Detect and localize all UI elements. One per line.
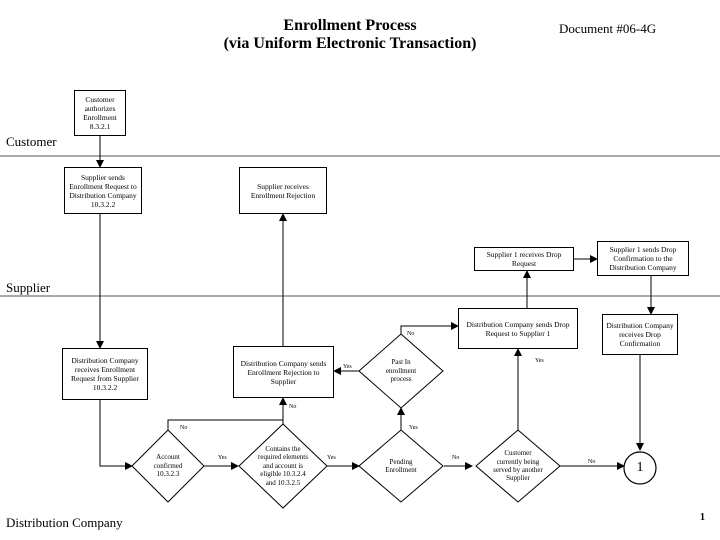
box-dc-receives-request: Distribution Company receives Enrollment…: [62, 348, 148, 400]
edge-account-no-to-rejection: [167, 397, 287, 430]
label-yes-account: Yes: [218, 455, 227, 461]
box-supplier1-receives-drop: Supplier 1 receives Drop Request: [474, 247, 574, 271]
lane-label-customer: Customer: [6, 134, 57, 149]
label-yes-past: Yes: [343, 364, 352, 370]
decision-past-in-enrollment: [358, 333, 444, 409]
box-customer-authorizes: Customer authorizes Enrollment 8.3.2.1: [74, 90, 126, 136]
box-dc-sends-drop-request: Distribution Company sends Drop Request …: [458, 308, 578, 349]
label-yes-served: Yes: [535, 358, 544, 364]
page-number: 1: [700, 512, 705, 523]
connector-circle: [623, 451, 657, 485]
box-supplier-sends-request: Supplier sends Enrollment Request to Dis…: [64, 167, 142, 214]
decision-account-confirmed-text: Account confirmed 10.3.2.3: [153, 453, 183, 479]
edge-dc-receive-to-account-confirmed: [99, 400, 133, 470]
decision-currently-served: [475, 429, 561, 503]
label-no-account: No: [180, 425, 188, 431]
decision-pending-enrollment-text: Pending Enrollment: [385, 457, 417, 474]
label-yes-pending: Yes: [409, 425, 418, 431]
label-no-pending: No: [452, 455, 460, 461]
page-title-line2: (via Uniform Electronic Transaction): [223, 34, 477, 52]
label-no-rejection: No: [289, 404, 297, 410]
box-supplier1-sends-confirmation: Supplier 1 sends Drop Confirmation to th…: [597, 241, 689, 276]
page-title-line1: Enrollment Process: [283, 17, 417, 34]
decision-account-confirmed: [131, 429, 205, 503]
label-no-past: No: [407, 331, 415, 337]
label-yes-contains: Yes: [327, 455, 336, 461]
connector-label: 1: [636, 460, 644, 475]
box-dc-receives-confirmation: Distribution Company receives Drop Confi…: [602, 314, 678, 355]
document-number: Document #06-4G: [559, 21, 657, 36]
lane-label-supplier: Supplier: [6, 280, 51, 295]
decision-currently-served-text: Customer currently being served by anoth…: [493, 449, 543, 483]
box-dc-sends-rejection: Distribution Company sends Enrollment Re…: [233, 346, 334, 398]
decision-past-in-enrollment-text: Past In enrollment process: [385, 358, 417, 384]
box-supplier-receives-rejection: Supplier receives Enrollment Rejection: [239, 167, 327, 214]
edge-past-no-to-drop: [400, 322, 459, 334]
label-no-served: No: [588, 459, 596, 465]
page-title: Enrollment Process (via Uniform Electron…: [190, 17, 510, 53]
decision-contains-required-text: Contains the required elements and accou…: [258, 445, 308, 487]
decision-contains-required: [238, 423, 328, 509]
decision-pending-enrollment: [358, 429, 444, 503]
lane-label-distribution: Distribution Company: [6, 515, 123, 530]
